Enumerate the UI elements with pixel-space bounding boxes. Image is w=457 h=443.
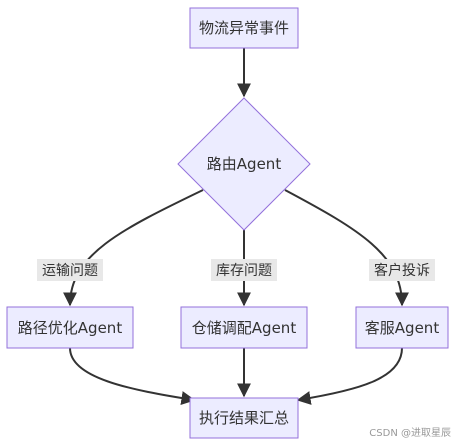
node-start[interactable]: 物流异常事件 <box>189 7 299 49</box>
node-service-agent[interactable]: 客服Agent <box>355 306 449 349</box>
edge-label-inventory: 库存问题 <box>211 259 277 281</box>
edge-label-transport: 运输问题 <box>37 259 103 281</box>
edge-router-to-route-agent <box>63 189 204 307</box>
edges <box>63 48 409 405</box>
edge-label-transport-text: 运输问题 <box>42 263 98 279</box>
edge-label-complaint: 客户投诉 <box>369 259 435 281</box>
edge-service-agent-to-summary <box>296 347 403 405</box>
node-route-agent[interactable]: 路径优化Agent <box>6 306 134 349</box>
node-router-label: 路由Agent <box>207 155 282 173</box>
edge-router-to-service-agent <box>284 189 409 307</box>
node-route-agent-label: 路径优化Agent <box>18 319 123 337</box>
node-warehouse-agent-label: 仓储调配Agent <box>192 319 297 337</box>
node-router[interactable]: 路由Agent <box>177 97 311 231</box>
node-start-label: 物流异常事件 <box>199 19 289 37</box>
edge-route-agent-to-summary <box>69 347 196 405</box>
node-summary-label: 执行结果汇总 <box>199 409 289 427</box>
watermark: CSDN @进取星辰 <box>369 428 451 439</box>
edge-label-complaint-text: 客户投诉 <box>374 262 430 279</box>
node-warehouse-agent[interactable]: 仓储调配Agent <box>180 306 308 349</box>
node-summary[interactable]: 执行结果汇总 <box>189 397 299 439</box>
node-service-agent-label: 客服Agent <box>365 319 440 337</box>
edge-label-inventory-text: 库存问题 <box>216 263 272 279</box>
